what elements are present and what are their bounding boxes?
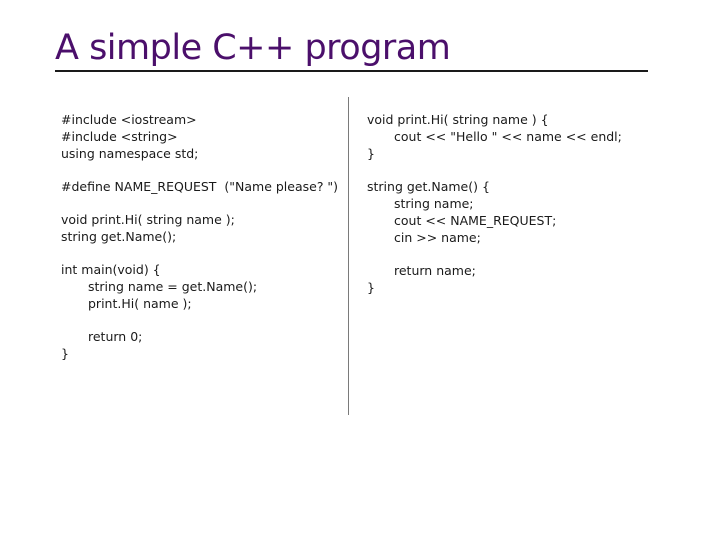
code-line-printhi-call: print.Hi( name ); <box>88 296 192 311</box>
code-line-cin-name: cin >> name; <box>394 230 481 245</box>
code-line-define-name-request: #define NAME_REQUEST ("Name please? ") <box>61 179 339 194</box>
code-line-cout-hello: cout << "Hello " << name << endl; <box>394 129 622 144</box>
code-line-getname-close-brace: } <box>367 280 375 295</box>
code-line-getname-prototype: string get.Name(); <box>61 229 177 244</box>
code-line-return-zero: return 0; <box>88 329 143 344</box>
code-line-return-name: return name; <box>394 263 476 278</box>
code-line-main-close-brace: } <box>61 346 69 361</box>
code-line-printhi-close-brace: } <box>367 146 375 161</box>
code-line-cout-name-request: cout << NAME_REQUEST; <box>394 213 557 228</box>
left-code-column: #include <iostream> #include <string> us… <box>61 111 346 362</box>
code-gap <box>367 246 667 262</box>
code-line-printhi-signature: void print.Hi( string name ) { <box>367 112 549 127</box>
code-line-printhi-prototype: void print.Hi( string name ); <box>61 212 235 227</box>
code-line-name-assignment: string name = get.Name(); <box>88 279 258 294</box>
slide-title: A simple C++ program <box>55 28 451 68</box>
code-gap <box>367 162 667 178</box>
code-gap <box>61 312 346 328</box>
code-gap <box>61 162 346 178</box>
code-line-include-string: #include <string> <box>61 129 178 144</box>
code-line-main-signature: int main(void) { <box>61 262 161 277</box>
column-divider <box>348 97 349 415</box>
title-underline <box>55 70 648 72</box>
code-line-include-iostream: #include <iostream> <box>61 112 197 127</box>
code-line-getname-signature: string get.Name() { <box>367 179 490 194</box>
code-gap <box>61 245 346 261</box>
right-code-column: void print.Hi( string name ) { cout << "… <box>367 111 667 296</box>
code-gap <box>61 195 346 211</box>
code-line-using-namespace: using namespace std; <box>61 146 199 161</box>
code-line-string-name-decl: string name; <box>394 196 474 211</box>
